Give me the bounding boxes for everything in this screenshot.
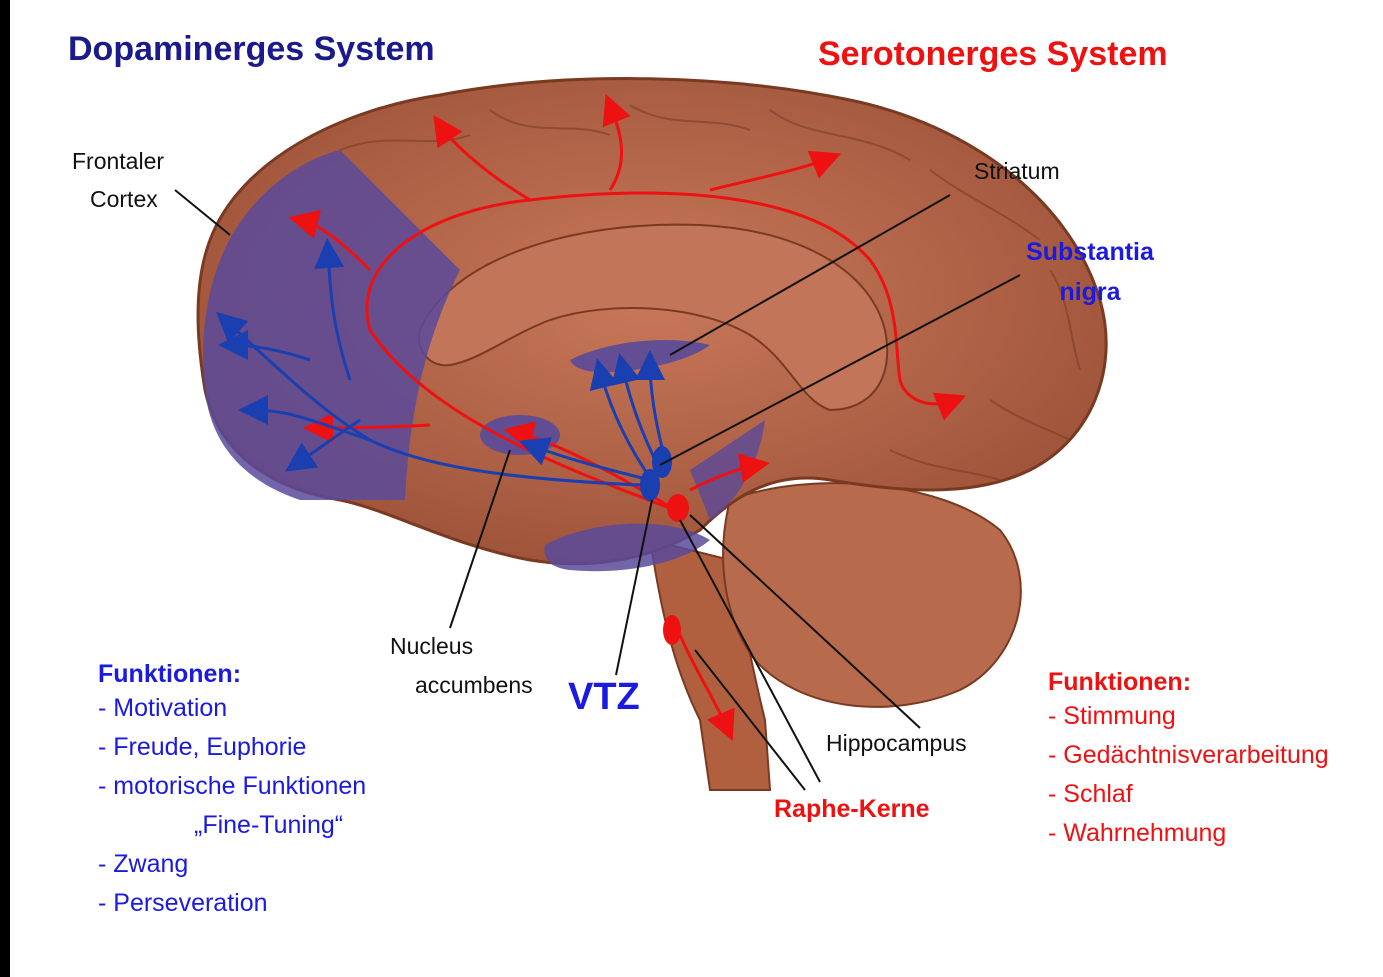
dopamine-function-item: - Perseveration <box>98 884 366 923</box>
dopamine-functions-heading: Funktionen: <box>98 660 366 689</box>
nucleus-accumbens-label-line1: Nucleus <box>390 633 473 660</box>
cerebellum <box>723 483 1021 707</box>
dopamine-functions: Funktionen: - Motivation - Freude, Eupho… <box>98 660 366 923</box>
substantia-nigra-line1: Substantia <box>1025 232 1155 272</box>
substantia-nigra-line2: nigra <box>1025 272 1155 312</box>
frontal-cortex-label-line1: Frontaler <box>72 148 164 175</box>
striatum-label: Striatum <box>974 158 1060 185</box>
raphe-nucleus-upper <box>667 494 689 522</box>
nucleus-accumbens-overlay <box>480 415 560 455</box>
vtz-label: VTZ <box>568 676 640 719</box>
serotonin-functions-heading: Funktionen: <box>1048 668 1329 697</box>
serotonin-function-item: - Gedächtnisverarbeitung <box>1048 736 1329 775</box>
dopamine-function-item: - Zwang <box>98 845 366 884</box>
vtz-nucleus <box>640 469 660 501</box>
dopamine-function-item: - Freude, Euphorie <box>98 728 366 767</box>
dopamine-function-item: „Fine-Tuning“ <box>98 806 366 845</box>
serotonin-function-item: - Schlaf <box>1048 775 1329 814</box>
serotonin-function-item: - Stimmung <box>1048 697 1329 736</box>
dopamine-system-title: Dopaminerges System <box>68 30 435 69</box>
substantia-nigra-label: Substantia nigra <box>1025 232 1155 312</box>
raphe-nucleus-lower <box>663 615 681 645</box>
frontal-cortex-label-line2: Cortex <box>90 186 158 213</box>
serotonin-function-item: - Wahrnehmung <box>1048 814 1329 853</box>
serotonin-functions-list: - Stimmung - Gedächtnisverarbeitung - Sc… <box>1048 697 1329 853</box>
serotonin-system-title: Serotonerges System <box>818 35 1168 74</box>
hippocampus-label: Hippocampus <box>826 730 967 757</box>
dopamine-function-item: - motorische Funktionen <box>98 767 366 806</box>
diagram-canvas: Dopaminerges System Serotonerges System … <box>10 0 1383 977</box>
serotonin-functions: Funktionen: - Stimmung - Gedächtnisverar… <box>1048 668 1329 853</box>
dopamine-function-item: - Motivation <box>98 689 366 728</box>
dopamine-functions-list: - Motivation - Freude, Euphorie - motori… <box>98 689 366 923</box>
raphe-nuclei-label: Raphe-Kerne <box>774 795 930 824</box>
nucleus-accumbens-label-line2: accumbens <box>415 672 533 699</box>
